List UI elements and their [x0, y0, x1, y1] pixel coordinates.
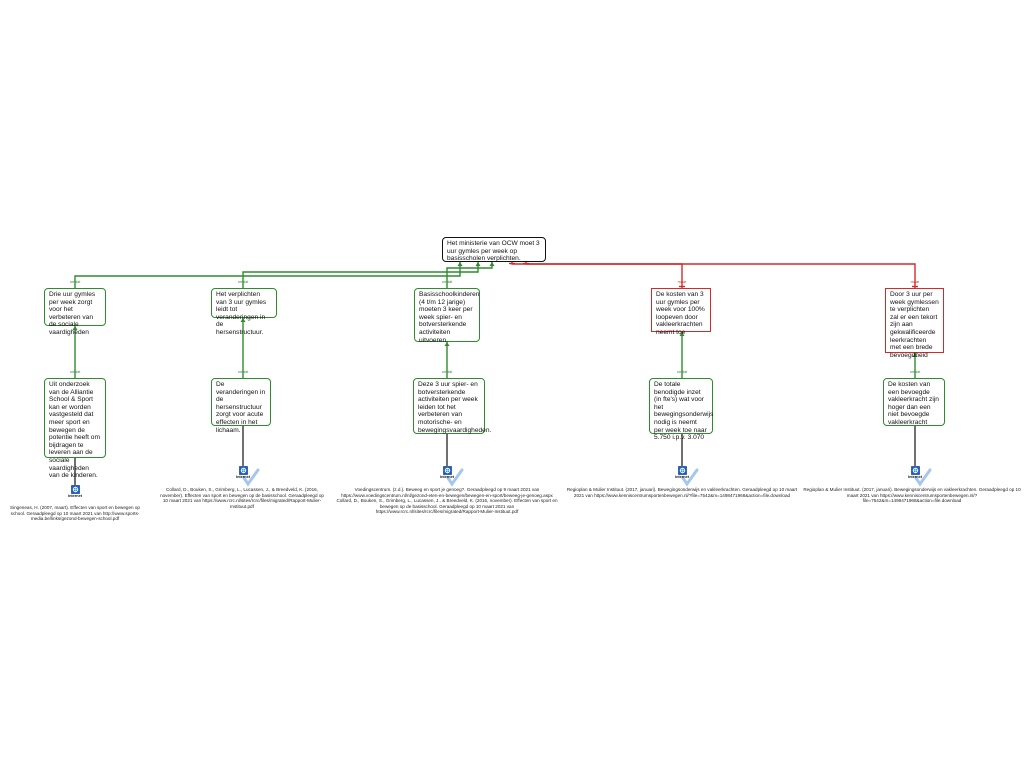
- reason-box-3[interactable]: Basisschoolkinderen (4 t/m 12 jarige) mo…: [414, 288, 480, 344]
- arrowhead-2: [475, 262, 481, 266]
- premise-box-4[interactable]: De totale benodigde inzet (in fte's) wat…: [649, 378, 713, 441]
- premise-box-3[interactable]: Deze 3 uur spier- en botversterkende act…: [413, 378, 491, 434]
- internet-globe-icon: [910, 466, 920, 475]
- connector-label: maar: [910, 280, 920, 284]
- premise-arrowhead-2: [240, 318, 246, 322]
- connector-reason-4: [511, 262, 683, 288]
- source-1[interactable]: Internet: [64, 485, 86, 498]
- internet-globe-icon: [677, 466, 687, 475]
- premise-text: Uit onderzoek van de Alliantie School & …: [49, 381, 100, 480]
- connector-label: omdat: [676, 370, 688, 374]
- reason-text: Het verplichten van 3 uur gymles leidt t…: [216, 291, 267, 336]
- premise-arrowhead-3: [444, 342, 450, 346]
- internet-globe-icon: [70, 485, 80, 494]
- source-2[interactable]: Internet: [232, 466, 254, 479]
- internet-globe-icon: [238, 466, 248, 475]
- source-citation: Collard, D., Bouken, S., Grimberg, L., L…: [160, 487, 324, 509]
- connector-label: omdat: [69, 280, 81, 284]
- checkmark-icon: [681, 468, 699, 487]
- reason-box-2[interactable]: Het verplichten van 3 uur gymles leidt t…: [211, 288, 277, 336]
- reason-text: Drie uur gymles per week zorgt voor het …: [49, 291, 96, 336]
- connector-label: omdat: [237, 370, 249, 374]
- main-claim-text: Het ministerie van OCW moet 3 uur gymles…: [447, 240, 540, 263]
- source-5[interactable]: Internet: [904, 466, 926, 479]
- reason-text: Door 3 uur per week gymlessen te verplic…: [890, 291, 939, 359]
- main-claim[interactable]: Het ministerie van OCW moet 3 uur gymles…: [442, 237, 546, 262]
- reason-box-1[interactable]: Drie uur gymles per week zorgt voor het …: [44, 288, 106, 336]
- connector-reason-1: [74, 262, 461, 288]
- connector-label: omdat: [441, 280, 453, 284]
- connector-reason-2: [242, 262, 479, 288]
- connector-label: omdat: [69, 370, 81, 374]
- connector-label: omdat: [237, 280, 249, 284]
- connector-label: omdat: [441, 370, 453, 374]
- premise-box-2[interactable]: De veranderingen in de hersenstructuur z…: [211, 378, 271, 434]
- source-name: Internet: [236, 475, 250, 479]
- internet-globe-icon: [442, 466, 452, 475]
- reason-text: De kosten van 3 uur gymles per week voor…: [656, 291, 705, 336]
- source-3[interactable]: Internet: [436, 466, 458, 479]
- connector-reason-3: [446, 262, 493, 288]
- source-citation: Regioplan & Mulier Instituut. (2017, jan…: [803, 487, 1021, 504]
- source-name: Internet: [440, 475, 454, 479]
- checkmark-icon: [446, 468, 464, 487]
- source-citation: Regioplan & Mulier Instituut. (2017, jan…: [566, 487, 798, 498]
- checkmark-icon: [242, 468, 260, 487]
- objection-box-5[interactable]: Door 3 uur per week gymlessen te verplic…: [885, 288, 944, 359]
- arrowhead-3: [489, 262, 495, 266]
- premise-text: De veranderingen in de hersenstructuur z…: [216, 381, 266, 434]
- source-name: Internet: [68, 494, 82, 498]
- connector-label: omdat: [909, 370, 921, 374]
- connector-label: maar: [677, 280, 687, 284]
- objection-box-4[interactable]: De kosten van 3 uur gymles per week voor…: [651, 288, 711, 336]
- source-citation: Voedingscentrum. (z.d.). Beweeg en sport…: [336, 487, 558, 515]
- premise-arrowhead-1: [72, 326, 78, 330]
- premise-box-1[interactable]: Uit onderzoek van de Alliantie School & …: [44, 378, 106, 479]
- source-citation: Singeneas, H. (2007, maart). Effecten va…: [10, 505, 140, 522]
- premise-text: De totale benodigde inzet (in fte's) wat…: [654, 381, 714, 442]
- arrowhead-1: [457, 262, 463, 266]
- checkmark-icon: [914, 468, 932, 487]
- source-name: Internet: [675, 475, 689, 479]
- source-name: Internet: [908, 475, 922, 479]
- reason-text: Basisschoolkinderen (4 t/m 12 jarige) mo…: [419, 291, 480, 344]
- premise-box-5[interactable]: De kosten van een bevoegde vakleerkracht…: [883, 378, 945, 426]
- source-4[interactable]: Internet: [671, 466, 693, 479]
- premise-arrowhead-5: [912, 353, 918, 357]
- premise-text: De kosten van een bevoegde vakleerkracht…: [888, 381, 939, 426]
- premise-arrowhead-4: [679, 332, 685, 336]
- premise-text: Deze 3 uur spier- en botversterkende act…: [418, 381, 492, 434]
- connector-reason-5: [525, 262, 916, 288]
